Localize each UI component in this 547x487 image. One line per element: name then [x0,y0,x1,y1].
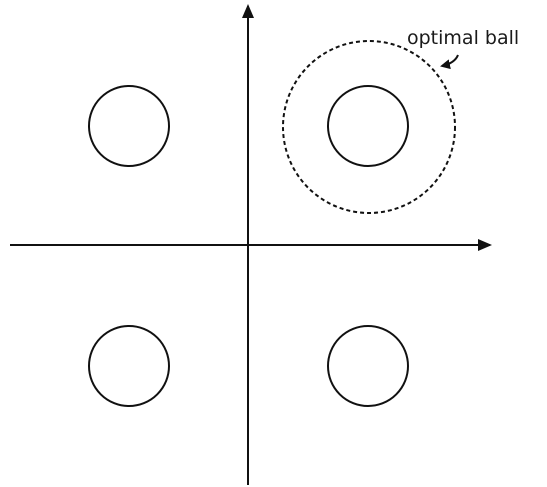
annotation-label: optimal ball [407,27,519,49]
circle-top-right [327,85,409,167]
circle-top-left [88,85,170,167]
optimal-ball-dashed-circle [282,40,456,214]
circle-bottom-left [88,325,170,407]
annotation-arrow [440,54,459,70]
circle-bottom-right [327,325,409,407]
